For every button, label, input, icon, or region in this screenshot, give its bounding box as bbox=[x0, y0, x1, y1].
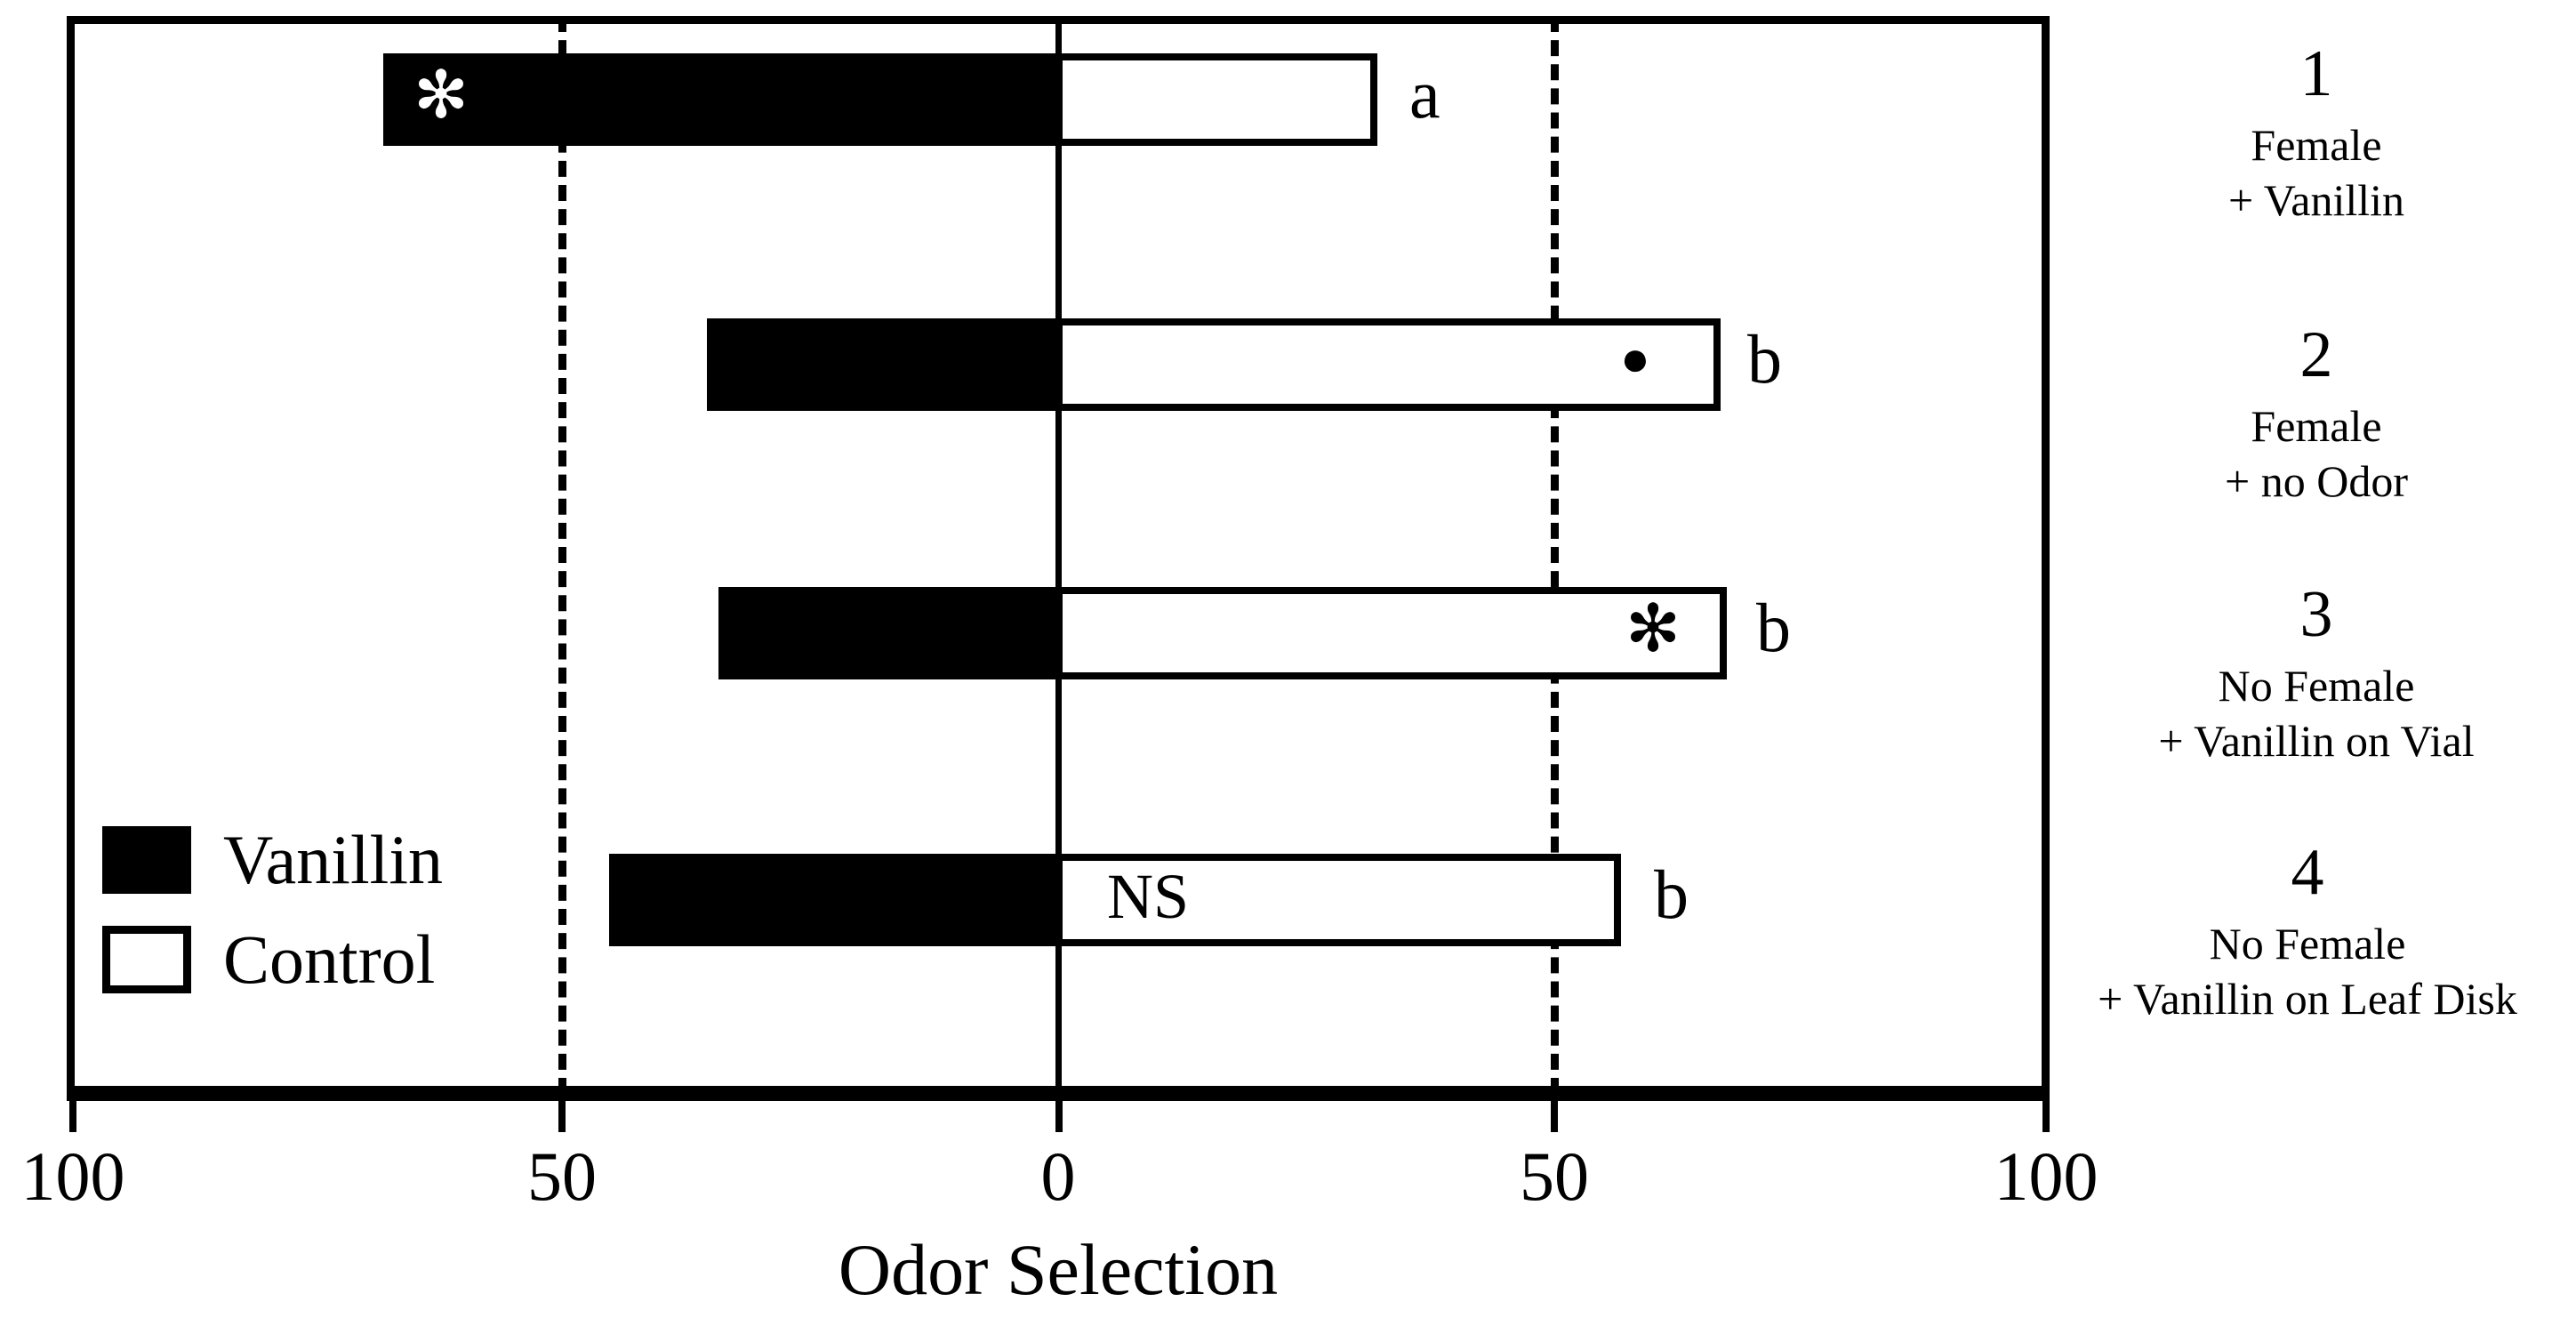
bar-1-significance-marker: ✻ bbox=[413, 60, 469, 133]
x-axis-title: Odor Selection bbox=[838, 1229, 1279, 1310]
reference-line-zero bbox=[1055, 16, 1062, 1094]
x-tick-label-3: 50 bbox=[1520, 1137, 1589, 1215]
x-tick-label-2: 0 bbox=[1040, 1137, 1076, 1215]
x-tick-label-1: 50 bbox=[527, 1137, 597, 1215]
bar-1-control-segment bbox=[1055, 53, 1377, 146]
bar-2-group-letter: b bbox=[1747, 320, 1782, 398]
treatment-1-number: 1 bbox=[2299, 37, 2333, 110]
x-tick-label-4: 100 bbox=[1994, 1137, 2099, 1215]
legend-swatch-vanillin bbox=[102, 826, 191, 894]
legend-label-vanillin: Vanillin bbox=[223, 821, 443, 898]
treatment-3: 3 No Female + Vanillin on Vial bbox=[2063, 576, 2570, 768]
treatment-1: 1 Female + Vanillin bbox=[2063, 36, 2570, 228]
treatment-4-line1: No Female bbox=[2209, 919, 2406, 968]
bar-row-2[interactable]: ● b bbox=[0, 318, 2045, 411]
legend-swatch-control bbox=[102, 926, 191, 993]
x-tick-4 bbox=[2042, 1098, 2050, 1132]
bar-2-control-segment bbox=[1055, 318, 1721, 411]
bar-4-control-segment bbox=[1055, 854, 1621, 946]
treatment-4: 4 No Female + Vanillin on Leaf Disk bbox=[2027, 834, 2576, 1026]
treatment-1-line1: Female bbox=[2251, 120, 2382, 170]
bar-3-significance-marker: ✻ bbox=[1625, 593, 1681, 666]
bar-4-significance-marker: NS bbox=[1107, 861, 1190, 932]
treatment-2: 2 Female + no Odor bbox=[2063, 317, 2570, 509]
bar-3-vanillin-segment bbox=[718, 587, 1058, 679]
bar-4-group-letter: b bbox=[1654, 856, 1689, 933]
treatment-2-line2: + no Odor bbox=[2225, 456, 2408, 506]
bar-1-group-letter: a bbox=[1409, 55, 1440, 133]
x-tick-0 bbox=[69, 1098, 76, 1132]
legend-item-control[interactable]: Control bbox=[102, 918, 443, 1001]
x-tick-2 bbox=[1055, 1098, 1063, 1132]
x-tick-label-0: 100 bbox=[20, 1137, 125, 1215]
treatment-4-number: 4 bbox=[2291, 836, 2324, 909]
treatment-3-number: 3 bbox=[2299, 578, 2333, 651]
bar-2-vanillin-segment bbox=[707, 318, 1058, 411]
legend-item-vanillin[interactable]: Vanillin bbox=[102, 818, 443, 902]
x-tick-3 bbox=[1551, 1098, 1558, 1132]
reference-line-minus50 bbox=[558, 16, 566, 1094]
x-axis-line bbox=[67, 1092, 2050, 1101]
bar-row-3[interactable]: ✻ b bbox=[0, 587, 2045, 679]
legend-label-control: Control bbox=[223, 920, 436, 998]
bar-3-group-letter: b bbox=[1756, 589, 1791, 666]
treatment-2-number: 2 bbox=[2299, 318, 2333, 391]
treatment-3-line1: No Female bbox=[2218, 661, 2415, 711]
bar-1-vanillin-segment bbox=[383, 53, 1058, 146]
treatment-1-line2: + Vanillin bbox=[2227, 175, 2405, 225]
treatment-2-line1: Female bbox=[2251, 401, 2382, 451]
reference-line-plus50 bbox=[1551, 16, 1559, 1094]
bar-4-vanillin-segment bbox=[609, 854, 1058, 946]
treatment-legend-panel: 1 Female + Vanillin 2 Female + no Odor 3… bbox=[2063, 16, 2570, 1094]
treatment-3-line2: + Vanillin on Vial bbox=[2158, 716, 2475, 766]
bar-3-control-segment bbox=[1055, 587, 1727, 679]
bar-2-significance-marker: ● bbox=[1620, 332, 1650, 387]
bar-row-1[interactable]: ✻ a bbox=[0, 53, 2045, 146]
legend: Vanillin Control bbox=[102, 818, 443, 1017]
bar-row-4[interactable]: NS b bbox=[0, 854, 2045, 946]
treatment-4-line2: + Vanillin on Leaf Disk bbox=[2098, 974, 2517, 1024]
x-tick-1 bbox=[558, 1098, 566, 1132]
